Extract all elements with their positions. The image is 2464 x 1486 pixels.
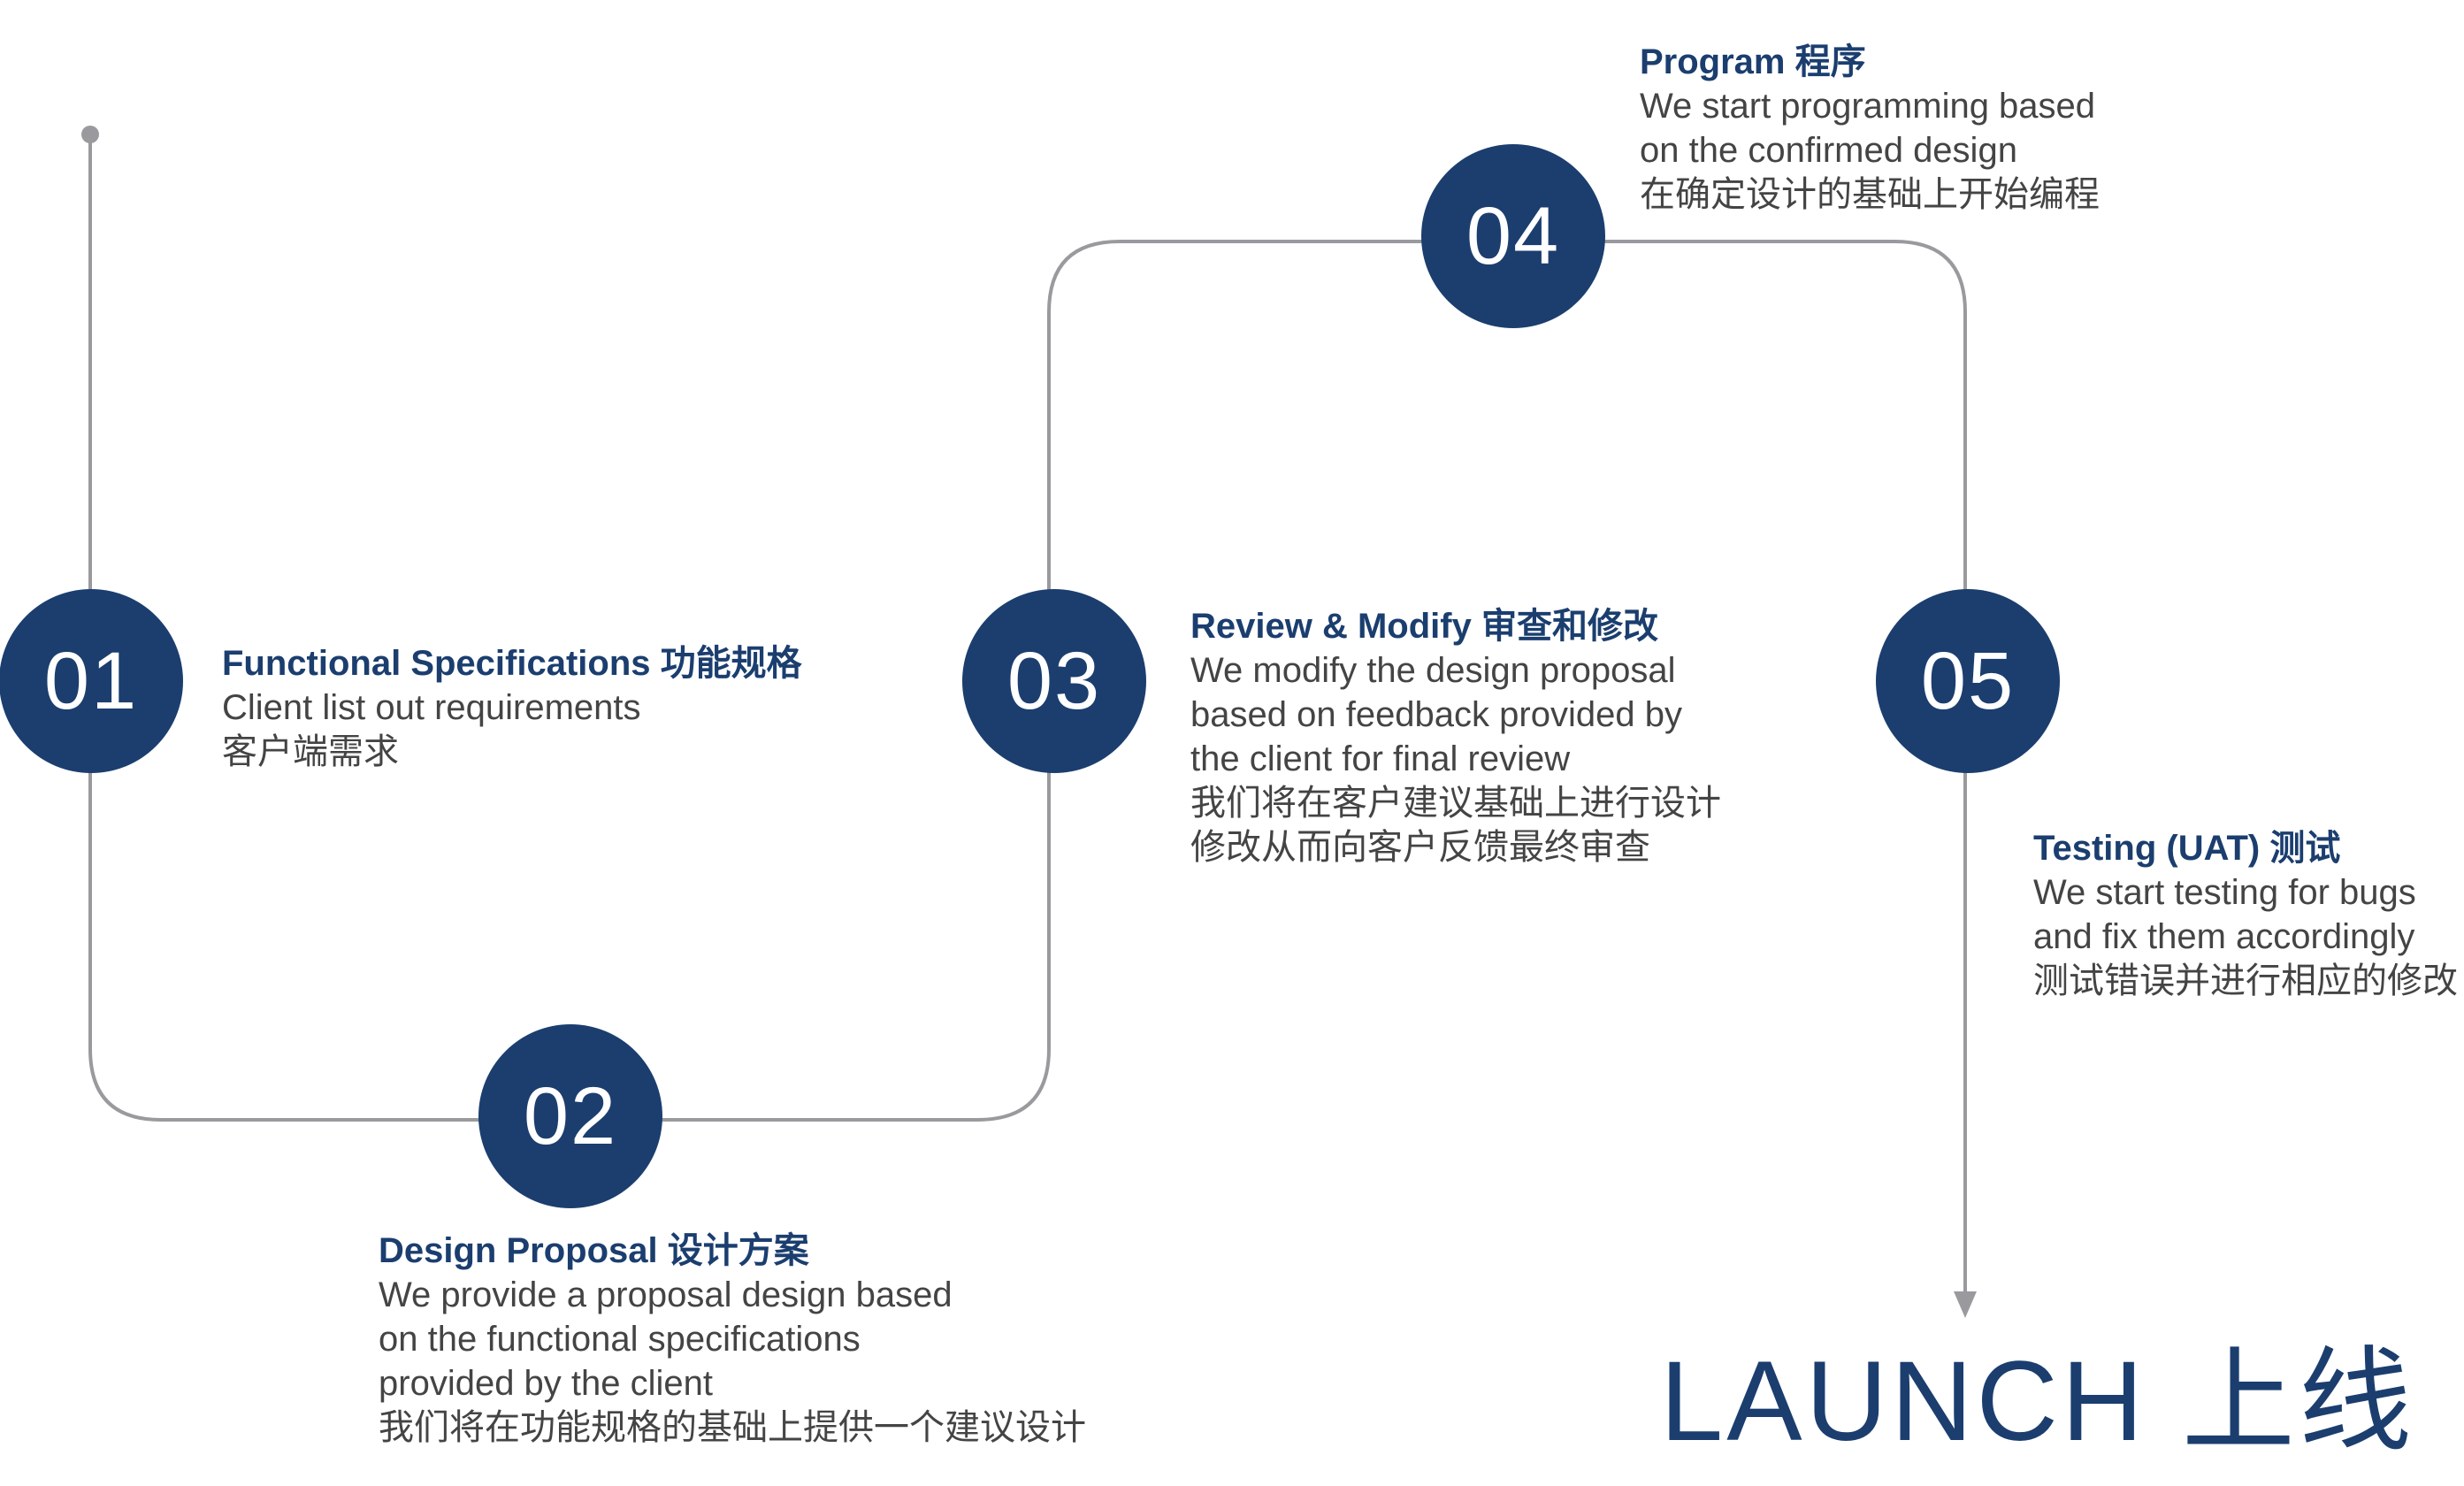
step-title: Design Proposal 设计方案 [379, 1231, 809, 1270]
step-01-text: Functional Specifications 功能规格 Client li… [222, 641, 802, 774]
step-line: Client list out requirements [222, 688, 641, 727]
step-line: provided by the client [379, 1364, 714, 1403]
step-02-text: Design Proposal 设计方案 We provide a propos… [379, 1229, 1086, 1450]
step-line: We provide a proposal design based [379, 1275, 953, 1314]
step-line: We start programming based [1640, 87, 2096, 126]
step-line: We start testing for bugs [2033, 873, 2416, 912]
step-line: on the confirmed design [1640, 131, 2017, 170]
step-title: Testing (UAT) 测试 [2033, 829, 2341, 868]
step-title: Program 程序 [1640, 42, 1866, 81]
step-04-text: Program 程序 We start programming based on… [1640, 40, 2100, 217]
step-circle-02: 02 [478, 1024, 662, 1208]
step-title: Functional Specifications 功能规格 [222, 644, 802, 683]
step-line: 测试错误并进行相应的修改 [2033, 961, 2458, 1000]
arrow-head-icon [1954, 1291, 1977, 1318]
launch-label: LAUNCH 上线 [1660, 1338, 2415, 1465]
step-circle-03: 03 [962, 589, 1146, 773]
step-line: 在确定设计的基础上开始编程 [1640, 175, 2100, 214]
step-circle-04: 04 [1421, 144, 1605, 328]
step-line: based on feedback provided by [1190, 695, 1682, 734]
step-circle-05: 05 [1876, 589, 2060, 773]
step-line: We modify the design proposal [1190, 651, 1676, 690]
step-03-text: Review & Modify 审查和修改 We modify the desi… [1190, 604, 1721, 869]
step-circle-01: 01 [0, 589, 183, 773]
step-line: 客户端需求 [222, 732, 399, 771]
step-line: 我们将在功能规格的基础上提供一个建议设计 [379, 1408, 1086, 1447]
step-line: 我们将在客户建议基础上进行设计 [1190, 784, 1721, 823]
step-title: Review & Modify 审查和修改 [1190, 607, 1658, 646]
step-line: the client for final review [1190, 739, 1571, 778]
step-line: on the functional specifications [379, 1320, 861, 1359]
step-line: and fix them accordingly [2033, 917, 2415, 956]
step-line: 修改从而向客户反馈最终审查 [1190, 828, 1650, 867]
step-05-text: Testing (UAT) 测试 We start testing for bu… [2033, 826, 2458, 1003]
